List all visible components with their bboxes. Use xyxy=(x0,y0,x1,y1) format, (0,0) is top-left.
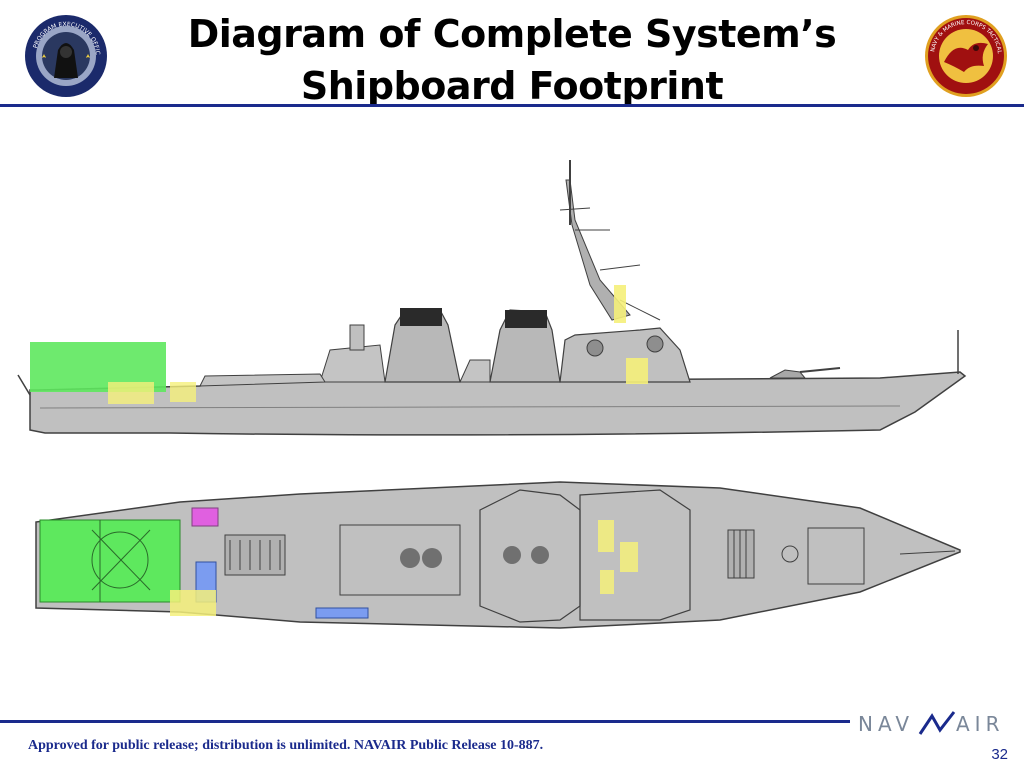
navair-logo: NAV AIR xyxy=(858,710,1014,738)
control-area-side xyxy=(170,382,196,402)
ship-plan-view xyxy=(35,481,961,629)
release-note: Approved for public release; distributio… xyxy=(28,738,544,753)
brand-left-text: NAV xyxy=(858,712,915,736)
ship-footprint-diagram xyxy=(17,160,967,629)
mast-antenna-area xyxy=(614,285,626,323)
brand-right-text: AIR xyxy=(956,712,1005,736)
hangar-area-side xyxy=(108,382,154,404)
title-line-1: Diagram of Complete System’s xyxy=(187,12,837,56)
page-number: 32 xyxy=(991,746,1008,763)
flight-deck-area-plan xyxy=(39,519,181,603)
page-title: Diagram of Complete System’s Shipboard F… xyxy=(130,8,894,112)
header-rule xyxy=(0,104,1024,107)
tactical-uas-seal-icon: NAVY & MARINE CORPS TACTICAL UNMANNED AI… xyxy=(924,14,1007,97)
forward-equipment-area-side xyxy=(626,358,648,384)
recovery-area-plan xyxy=(170,590,216,616)
uav-storage-area xyxy=(191,507,219,527)
forward-equipment-area-plan-3 xyxy=(600,570,614,594)
program-office-seal-icon: PROGRAM EXECUTIVE OFFICE UNMANNED AVIATI… xyxy=(24,14,107,97)
navair-wing-icon xyxy=(918,711,956,735)
title-line-2: Shipboard Footprint xyxy=(300,64,724,108)
ship-side-profile xyxy=(17,160,967,436)
footer-rule xyxy=(0,720,850,723)
antenna-cable-area xyxy=(315,607,369,619)
forward-equipment-area-plan-2 xyxy=(620,542,638,572)
forward-equipment-area-plan-1 xyxy=(598,520,614,552)
